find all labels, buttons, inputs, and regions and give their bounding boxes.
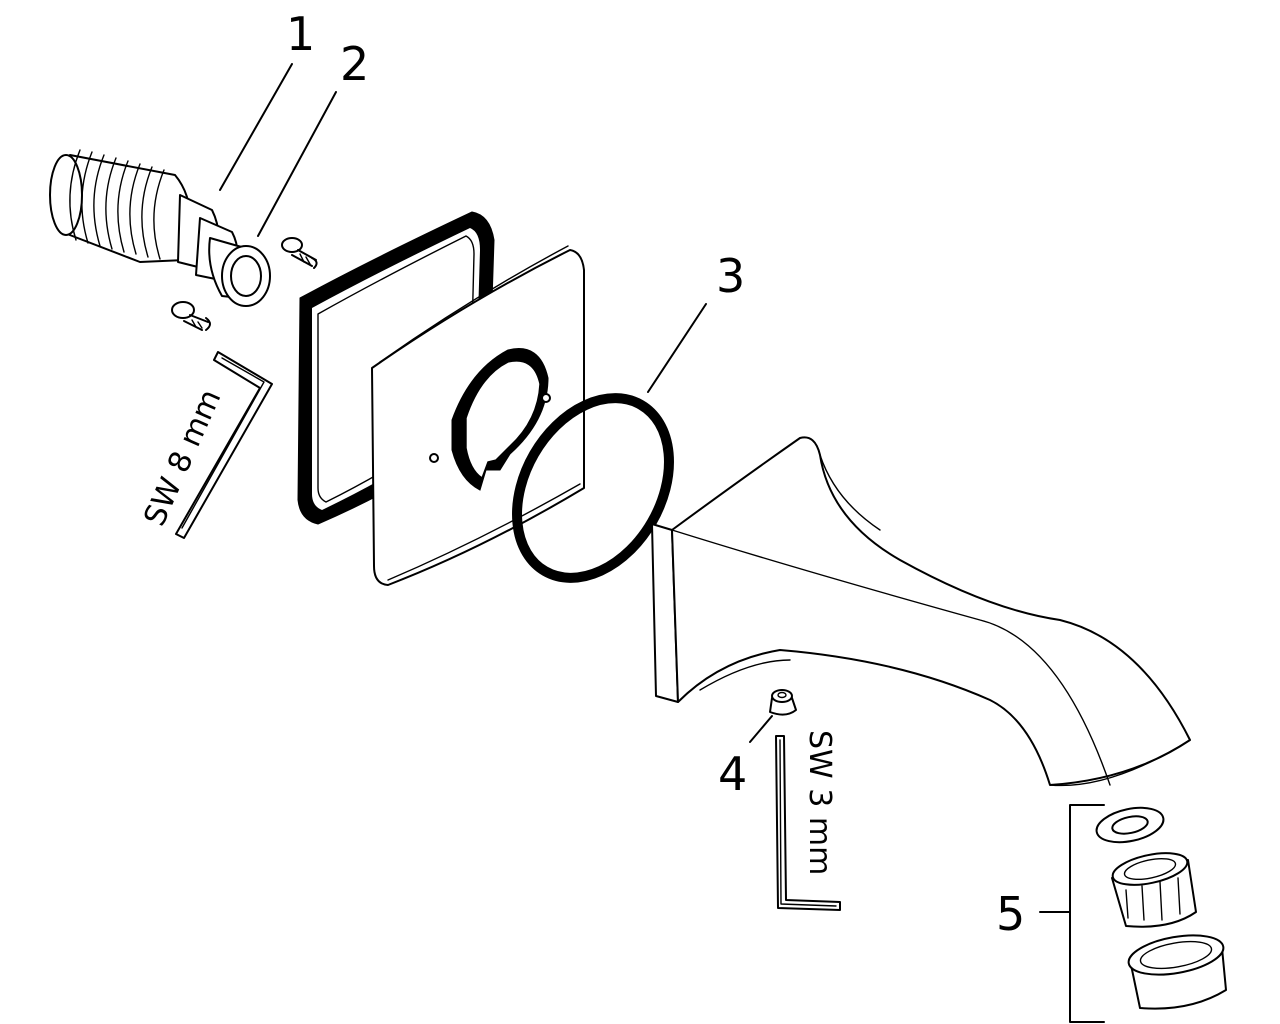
bracket-part-5 [1069, 804, 1105, 1023]
leader-lines [219, 63, 1105, 1023]
mounting-screw-lower [171, 301, 211, 331]
nipple-ring-part [208, 237, 271, 307]
mounting-screw-upper [281, 237, 318, 269]
leader-line-4 [749, 715, 773, 743]
set-screw-part [769, 689, 797, 716]
callout-2: 2 [340, 37, 369, 91]
wrench-label-sw3: SW 3 mm [802, 730, 837, 875]
cover-plate [371, 245, 585, 586]
callout-4: 4 [718, 747, 747, 801]
leader-line-1 [219, 63, 293, 191]
callout-1: 1 [286, 7, 315, 61]
allen-wrench-large [175, 351, 273, 539]
callout-3: 3 [716, 249, 745, 303]
wrench-label-sw8: SW 8 mm [137, 384, 228, 531]
leader-line-3 [647, 303, 707, 393]
leader-line-2 [257, 91, 337, 237]
bath-spout [651, 436, 1191, 787]
o-ring-part [512, 393, 674, 583]
aerator-set-part [1095, 806, 1227, 1010]
callout-5: 5 [996, 887, 1025, 941]
allen-wrench-small [775, 735, 841, 911]
